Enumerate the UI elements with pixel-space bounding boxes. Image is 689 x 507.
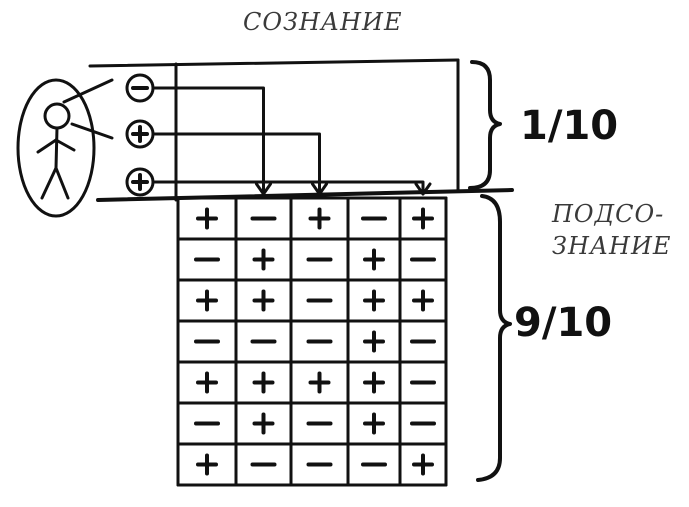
grid-plus-sign — [308, 207, 331, 230]
conscious-arrow-line — [151, 132, 321, 196]
subconscious-grid — [176, 196, 448, 487]
person-figure — [16, 78, 114, 218]
person-left-leg — [40, 166, 58, 200]
conscious-boundary-line — [96, 188, 514, 202]
grid-plus-sign — [252, 289, 275, 312]
conscious-fraction: 1/10 — [520, 103, 619, 149]
conscious-brace — [468, 60, 502, 190]
grid-plus-sign — [308, 371, 331, 394]
conscious-plus-sign — [131, 125, 149, 143]
conscious-plus-sign — [131, 173, 149, 191]
person-right-arm — [54, 138, 76, 152]
pointer-line-lower — [70, 122, 114, 140]
subconscious-label-line2: ЗНАНИЕ — [552, 232, 672, 260]
person-oval — [16, 78, 96, 218]
conscious-arrow-line — [151, 86, 265, 196]
grid-plus-sign — [412, 207, 434, 230]
grid-plus-sign — [363, 289, 385, 312]
grid-plus-sign — [196, 207, 218, 230]
conscious-sign-markers — [125, 73, 155, 197]
grid-plus-sign — [363, 412, 385, 435]
subconscious-fraction: 9/10 — [514, 300, 613, 346]
subconscious-brace — [476, 194, 512, 482]
conscious-label: СОЗНАНИЕ — [243, 8, 403, 36]
conscious-to-subconscious-arrows — [151, 86, 432, 196]
grid-plus-sign — [252, 371, 275, 394]
subconscious-label-line1: ПОДСО- — [552, 200, 665, 228]
conscious-box-top — [88, 58, 460, 68]
conscious-arrow-line — [151, 180, 425, 196]
grid-plus-sign — [196, 371, 218, 394]
grid-plus-sign — [363, 330, 385, 353]
person-head — [43, 102, 71, 130]
grid-plus-sign — [252, 248, 275, 271]
conscious-arrow-head — [255, 182, 272, 196]
person-body — [54, 126, 59, 170]
person-right-leg — [54, 166, 70, 200]
grid-plus-sign — [363, 248, 385, 271]
conscious-arrow-head — [414, 182, 432, 196]
grid-plus-sign — [412, 453, 434, 476]
conscious-arrow-head — [311, 182, 328, 196]
grid-plus-sign — [363, 371, 385, 394]
grid-plus-sign — [196, 289, 218, 312]
person-left-arm — [36, 138, 58, 154]
grid-plus-sign — [252, 412, 275, 435]
grid-plus-sign — [412, 289, 434, 312]
grid-plus-sign — [196, 453, 218, 476]
pointer-line-upper — [62, 78, 114, 104]
